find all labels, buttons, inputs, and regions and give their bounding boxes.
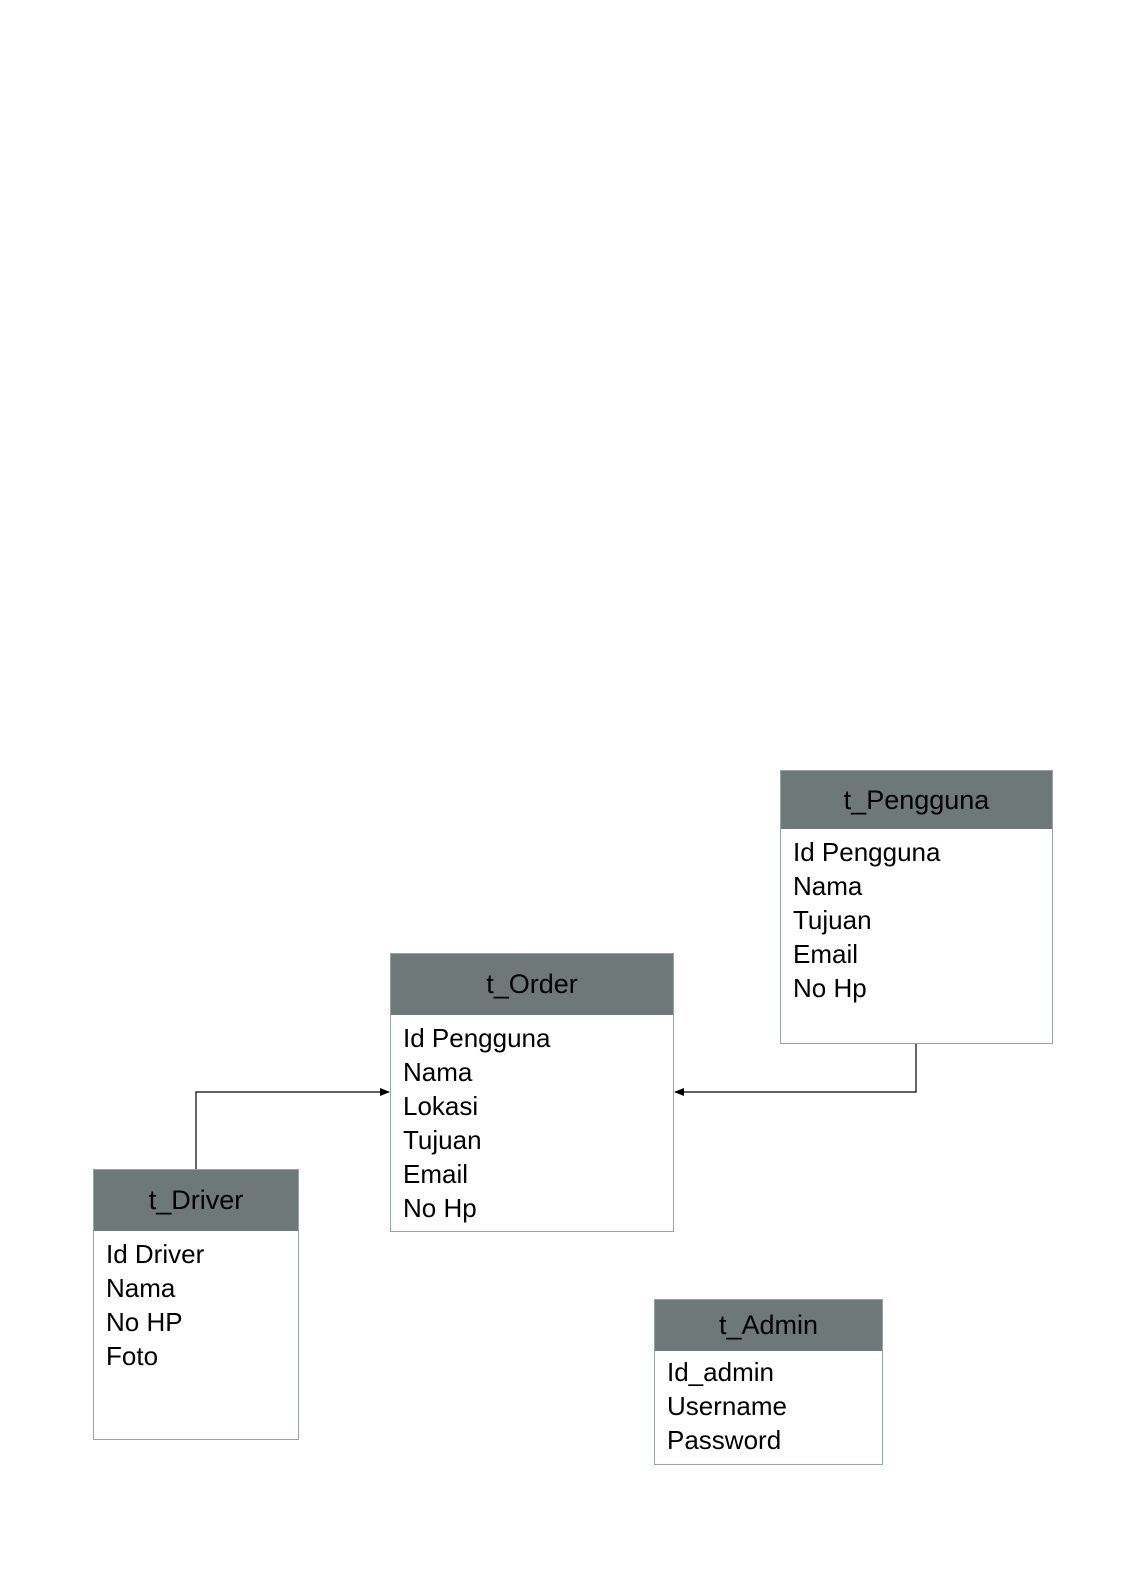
table-field: Id Driver [106, 1239, 205, 1269]
table-field: Username [667, 1391, 787, 1421]
table-title: t_Pengguna [781, 771, 1052, 829]
field-list: Id Pengguna Nama Lokasi Tujuan Email No … [391, 1015, 673, 1225]
table-field: Email [793, 939, 859, 969]
table-field: Nama [106, 1273, 176, 1303]
table-title: t_Admin [655, 1300, 882, 1351]
table-field: Password [667, 1425, 782, 1455]
table-field: Tujuan [793, 905, 872, 935]
table-t-pengguna: t_Pengguna Id Pengguna Nama Tujuan Email… [780, 770, 1053, 1044]
table-field: Id_admin [667, 1357, 774, 1387]
table-field: No Hp [793, 973, 867, 1003]
table-t-admin: t_Admin Id_admin Username Password [654, 1299, 883, 1465]
table-field: Id Pengguna [403, 1023, 551, 1053]
field-list: Id Driver Nama No HP Foto [94, 1231, 298, 1373]
relation-pengguna-to-order [674, 1044, 917, 1096]
table-field: Lokasi [403, 1091, 479, 1121]
table-field: No HP [106, 1307, 183, 1337]
table-field: Id Pengguna [793, 837, 941, 867]
table-field: Foto [106, 1341, 159, 1371]
table-field: No Hp [403, 1193, 477, 1223]
table-t-driver: t_Driver Id Driver Nama No HP Foto [93, 1169, 299, 1440]
table-field: Nama [403, 1057, 473, 1087]
table-field: Email [403, 1159, 469, 1189]
relation-driver-to-order [195, 1088, 390, 1169]
table-title: t_Driver [94, 1170, 298, 1231]
table-field: Tujuan [403, 1125, 482, 1155]
table-field: Nama [793, 871, 863, 901]
table-title: t_Order [391, 954, 673, 1015]
field-list: Id_admin Username Password [655, 1351, 882, 1457]
table-t-order: t_Order Id Pengguna Nama Lokasi Tujuan E… [390, 953, 674, 1232]
field-list: Id Pengguna Nama Tujuan Email No Hp [781, 829, 1052, 1005]
